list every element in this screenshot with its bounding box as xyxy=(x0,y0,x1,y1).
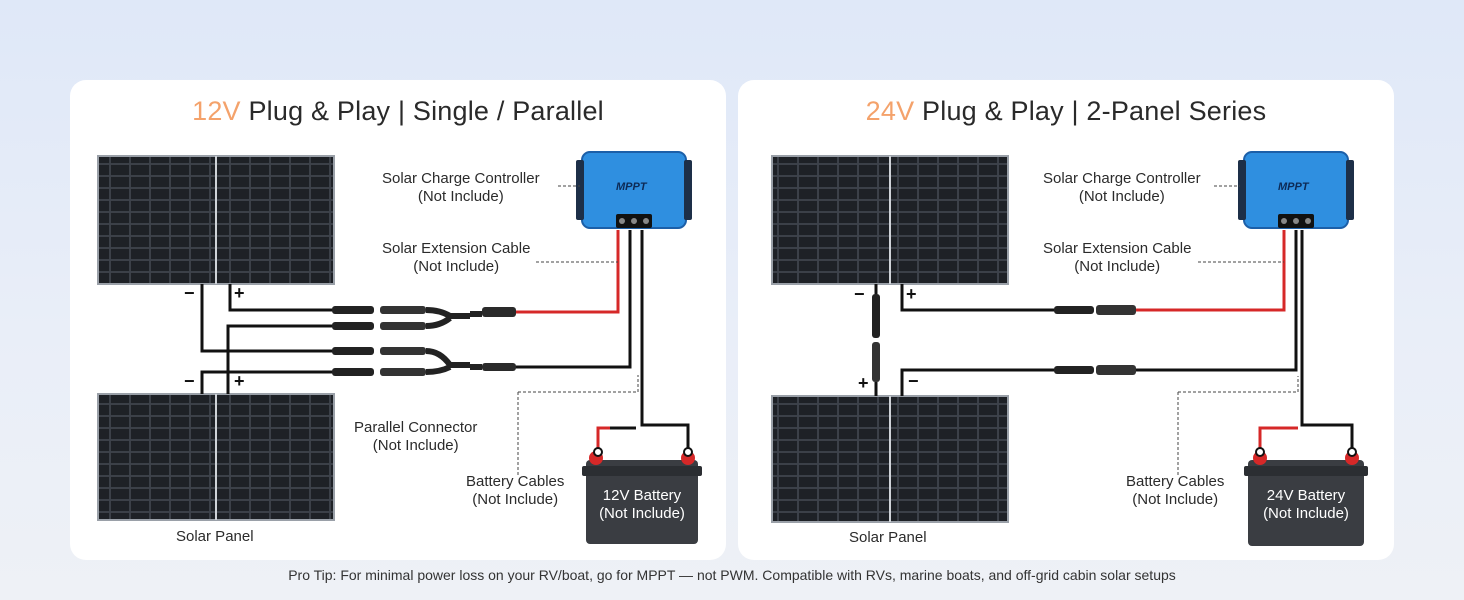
polarity-minus-top: − xyxy=(854,284,865,304)
panel-negative-cable xyxy=(900,368,1054,396)
controller-label-text: Solar Charge Controller xyxy=(382,170,540,187)
parallel-label-text: Parallel Connector xyxy=(354,419,478,436)
mc4-connectors xyxy=(332,306,426,376)
parallel-connector xyxy=(425,307,470,375)
extension-note-text: (Not Include) xyxy=(413,258,500,275)
battery-cables-note-text: (Not Include) xyxy=(472,491,559,508)
battery-label-line1: 12V Battery xyxy=(602,487,682,504)
battery-label-line2: (Not Include) xyxy=(599,505,685,522)
leader-lines xyxy=(1177,185,1299,475)
polarity-minus-top: − xyxy=(184,283,195,303)
polarity-plus-top: + xyxy=(234,283,245,303)
controller-note-text: (Not Include) xyxy=(417,188,504,205)
controller-label-text: Solar Charge Controller xyxy=(1043,170,1201,187)
mc4-connector xyxy=(1054,366,1094,374)
extension-label-text: Solar Extension Cable xyxy=(1043,240,1192,257)
extension-connector-negative xyxy=(482,363,516,371)
battery-cables-label: Battery Cables (Not Include) xyxy=(1126,473,1224,509)
solar-panel-top xyxy=(771,155,1009,285)
negative-extension-cable xyxy=(1136,230,1298,372)
battery-positive-cable xyxy=(1258,426,1298,448)
polarity-plus-top: + xyxy=(906,284,917,304)
battery-label-line2: (Not Include) xyxy=(1263,505,1349,522)
controller-mppt-text: MPPT xyxy=(1278,181,1309,193)
charge-controller xyxy=(576,151,692,229)
polarity-plus-bottom: + xyxy=(234,371,245,391)
battery-positive-cable xyxy=(596,426,610,448)
battery-cables-note-text: (Not Include) xyxy=(1132,491,1219,508)
extension-label: Solar Extension Cable (Not Include) xyxy=(1043,240,1191,276)
battery-label-line1: 24V Battery xyxy=(1266,487,1346,504)
wiring-diagram-24v xyxy=(771,151,1368,546)
leader-lines xyxy=(517,185,639,475)
series-connector xyxy=(872,284,880,396)
polarity-minus-bottom: − xyxy=(184,371,195,391)
diagram-24v-panel: 24V Plug & Play | 2-Panel Series xyxy=(738,80,1394,560)
extension-connector-positive xyxy=(482,307,516,317)
diagram-title-24v: 24V Plug & Play | 2-Panel Series xyxy=(738,96,1394,127)
battery-cables-label-text: Battery Cables xyxy=(1126,473,1225,490)
extension-label-text: Solar Extension Cable xyxy=(382,240,531,257)
battery-negative-cable xyxy=(1300,230,1354,448)
diagram-title-12v: 12V Plug & Play | Single / Parallel xyxy=(70,96,726,127)
panel-positive-cable xyxy=(900,284,1054,312)
polarity-minus-bottom: − xyxy=(908,371,919,391)
controller-mppt-text: MPPT xyxy=(616,181,647,193)
battery-12v xyxy=(582,447,702,544)
panel-cables xyxy=(200,284,332,394)
extension-label: Solar Extension Cable (Not Include) xyxy=(382,240,530,276)
panel-label: Solar Panel xyxy=(849,529,927,546)
solar-panel-bottom xyxy=(97,393,335,521)
positive-extension-cable xyxy=(516,230,620,314)
solar-panel-bottom xyxy=(771,395,1009,523)
positive-extension-cable xyxy=(1136,230,1286,312)
charge-controller xyxy=(1238,151,1354,229)
negative-extension-cable xyxy=(516,230,632,369)
title-voltage: 12V xyxy=(192,96,241,126)
battery-negative-cable xyxy=(640,230,690,448)
pro-tip-text: Pro Tip: For minimal power loss on your … xyxy=(288,567,1176,583)
extension-note-text: (Not Include) xyxy=(1074,258,1161,275)
mc4-connector xyxy=(1096,305,1136,315)
wiring-diagram-12v xyxy=(97,151,702,544)
battery-label: 12V Battery (Not Include) xyxy=(594,487,690,523)
polarity-plus-bottom: + xyxy=(858,373,869,393)
battery-cables-label: Battery Cables (Not Include) xyxy=(466,473,564,509)
title-voltage: 24V xyxy=(865,96,915,126)
solar-panel-top xyxy=(97,155,335,285)
title-text: Plug & Play | Single / Parallel xyxy=(248,96,604,126)
diagram-12v-panel: 12V Plug & Play | Single / Parallel xyxy=(70,80,726,560)
controller-label: Solar Charge Controller (Not Include) xyxy=(382,170,540,206)
parallel-note-text: (Not Include) xyxy=(372,437,459,454)
panel-label: Solar Panel xyxy=(176,528,254,545)
controller-label: Solar Charge Controller (Not Include) xyxy=(1043,170,1201,206)
controller-note-text: (Not Include) xyxy=(1078,188,1165,205)
mc4-connector xyxy=(1096,365,1136,375)
battery-cables-label-text: Battery Cables xyxy=(466,473,565,490)
battery-label: 24V Battery (Not Include) xyxy=(1256,487,1356,523)
mc4-connector xyxy=(1054,306,1094,314)
title-text: Plug & Play | 2-Panel Series xyxy=(922,96,1267,126)
parallel-label: Parallel Connector (Not Include) xyxy=(354,419,477,455)
battery-24v xyxy=(1244,447,1368,546)
